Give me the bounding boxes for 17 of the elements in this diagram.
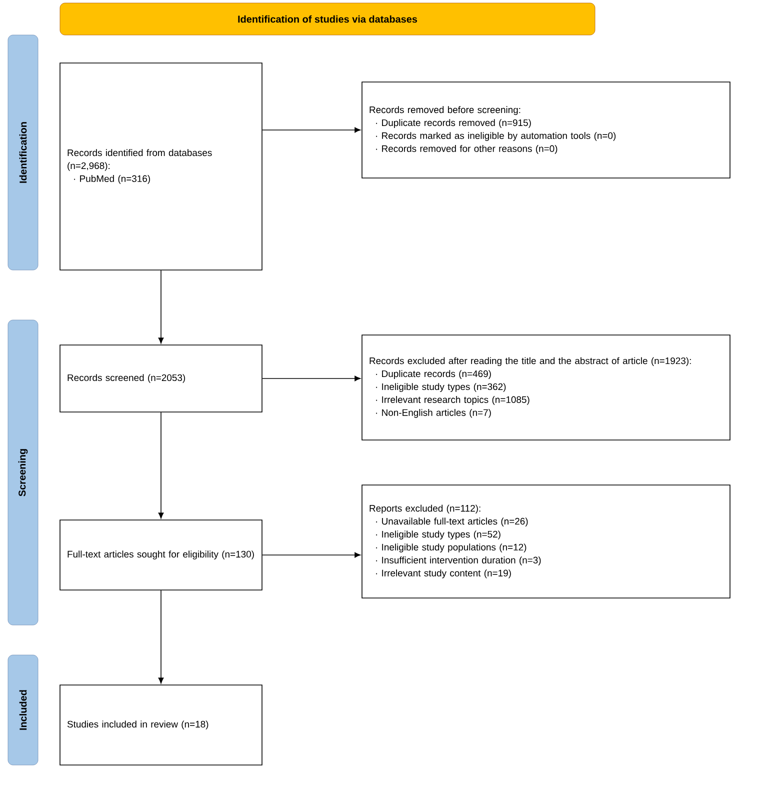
arrow: [158, 270, 164, 344]
arrow: [158, 590, 164, 684]
process-box: Reports excluded (n=112): · Unavailable full-text articles (n=26) · Ineligible study types (n=52) · Ineligible study populations (n=12) · Insufficient intervention duration (n=3) · Irrelevant study content (n=19): [362, 484, 730, 598]
arrow: [262, 127, 361, 133]
process-box: Records screened (n=2053): [60, 344, 262, 412]
arrow: [158, 412, 164, 519]
phase-band: Included: [8, 654, 38, 766]
process-box: Records removed before screening: · Duplicate records removed (n=915) · Records marked as ineligible by automation tools (n=0) · Records removed for other reasons (n=0): [362, 82, 730, 178]
process-box: Studies included in review (n=18): [60, 684, 262, 766]
process-box: Full-text articles sought for eligibility (n=130): [60, 520, 262, 590]
process-box: Records excluded after reading the title and the abstract of article (n=1923): · Duplicate records (n=469) · Ineligible study types (n=362) · Irrelevant research topics (n=1085) · Non-English articles (n=7): [362, 334, 730, 440]
process-box: Records identified from databases (n=2,968): · PubMed (n=316): [60, 62, 262, 270]
phase-band: Identification: [8, 34, 38, 270]
phase-band: Screening: [8, 320, 38, 626]
arrow: [262, 376, 361, 382]
arrow: [262, 552, 361, 558]
section-banner: Identification of studies via databases: [60, 2, 596, 36]
